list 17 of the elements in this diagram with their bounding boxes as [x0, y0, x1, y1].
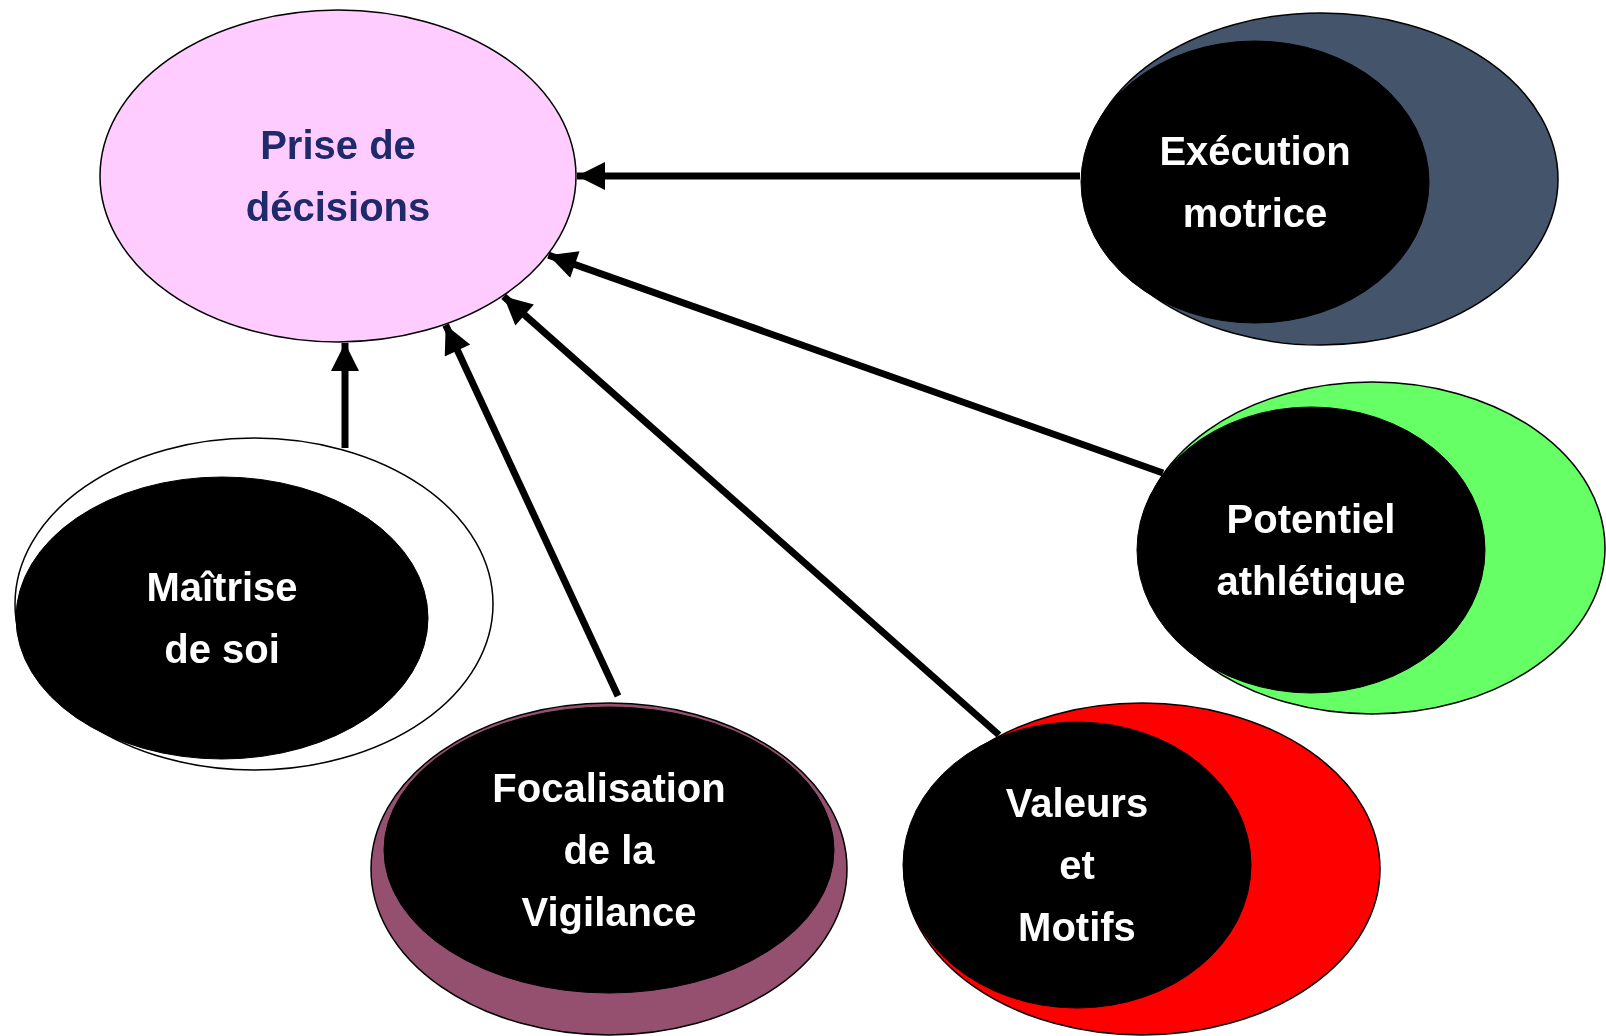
ellipse-node [1138, 381, 1606, 715]
node-label: Focalisation de la Vigilance [491, 765, 727, 936]
ellipse-node [99, 9, 577, 343]
arrow [331, 342, 359, 448]
arrow [577, 162, 1080, 190]
ellipse-node [14, 437, 494, 771]
arrow [442, 323, 622, 698]
node-label: Exécution motrice [1158, 128, 1352, 237]
arrow [501, 293, 1002, 738]
ellipse-node [903, 702, 1381, 1036]
node-label: Valeurs et Motifs [1004, 780, 1150, 951]
node-label: Prise de décisions [244, 122, 432, 231]
arrow [547, 251, 1165, 477]
node-label: Maîtrise de soi [145, 564, 299, 673]
ellipse-node [370, 702, 848, 1036]
node-label: Potentiel athlétique [1215, 496, 1407, 605]
ellipse-node [1083, 12, 1559, 346]
